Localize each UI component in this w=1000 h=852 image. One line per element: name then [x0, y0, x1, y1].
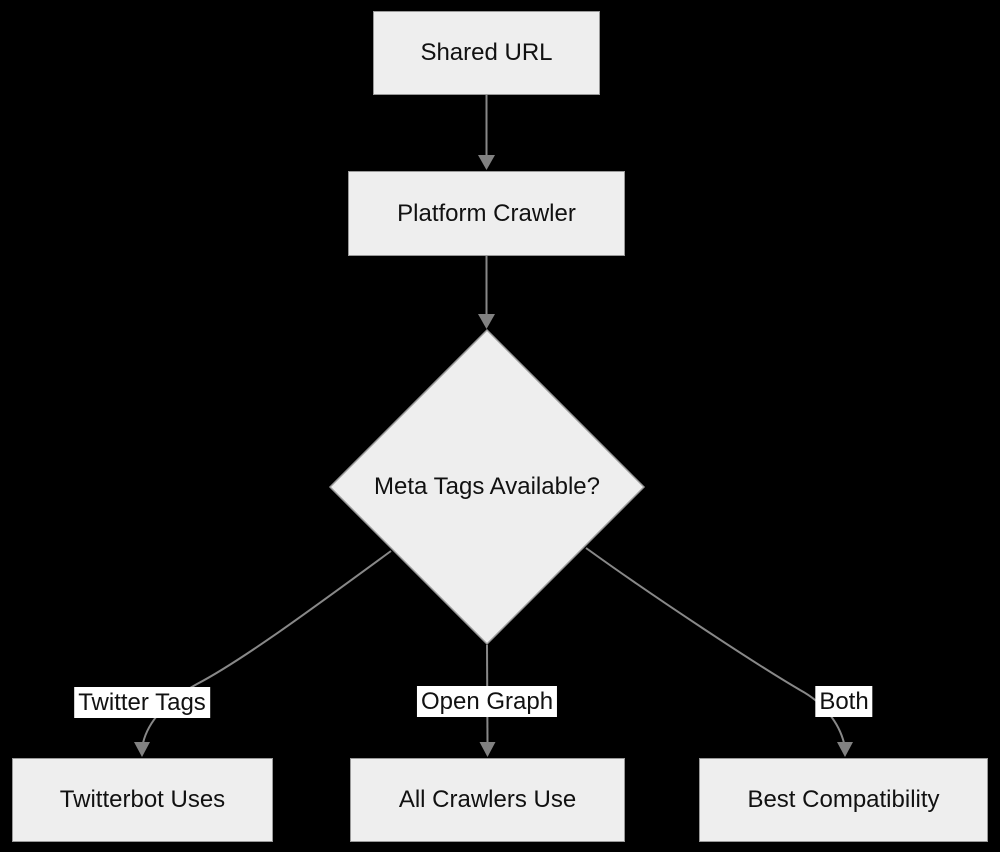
- arrowhead-best-compat: [837, 742, 853, 757]
- arrowhead-twitterbot: [134, 742, 150, 757]
- decision-diamond-shape: [328, 328, 646, 646]
- edge-label-twitter-tags: Twitter Tags: [74, 687, 210, 718]
- node-platform-crawler: Platform Crawler: [348, 171, 625, 256]
- arrowhead-decision: [478, 314, 495, 329]
- arrowhead-all-crawlers: [479, 742, 496, 757]
- node-twitterbot-uses: Twitterbot Uses: [12, 758, 273, 842]
- node-all-crawlers-use: All Crawlers Use: [350, 758, 625, 842]
- edge-decision-to-twitterbot: [142, 550, 392, 744]
- edge-label-both: Both: [815, 686, 873, 717]
- edge-decision-to-best-compat: [585, 547, 845, 744]
- node-best-compatibility: Best Compatibility: [699, 758, 988, 842]
- node-shared-url: Shared URL: [373, 11, 600, 95]
- node-meta-tags-decision-label: Meta Tags Available?: [374, 473, 600, 500]
- arrowhead-platform-crawler: [478, 155, 495, 170]
- edge-label-open-graph: Open Graph: [416, 686, 558, 717]
